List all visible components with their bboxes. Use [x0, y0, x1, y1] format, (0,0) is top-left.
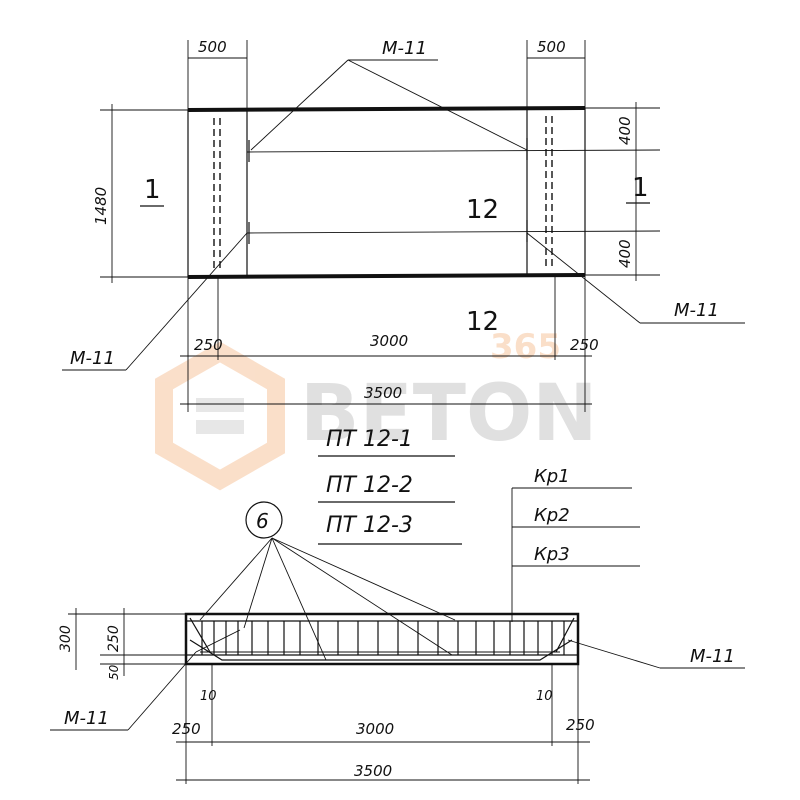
dim-top-zone: 400	[616, 116, 634, 145]
leader-line	[125, 232, 248, 371]
leader-line	[127, 651, 197, 731]
bottom-label: 12	[466, 307, 499, 337]
leader-line	[250, 59, 349, 151]
dim-total: 3500	[364, 384, 402, 402]
watermark-brand: BETON	[300, 369, 598, 459]
title-1: ПТ 12-1	[326, 427, 413, 452]
dim-bottom-zone: 400	[616, 239, 634, 268]
callout-leader	[271, 537, 456, 621]
elevation-view: 6	[50, 466, 745, 784]
plan-view: 500 500 M-11 1480 400 400 1 1 12 12 M-11	[62, 38, 745, 412]
end-bar	[555, 617, 575, 653]
dim-span: 3000	[370, 332, 408, 350]
anchor-zone-bottom	[246, 230, 661, 234]
anchor-label-right: M-11	[674, 300, 719, 321]
dim-right-bearing: 250	[570, 336, 599, 354]
dim-bottom-offset: 50	[107, 664, 121, 680]
callout-leader	[271, 537, 327, 661]
dim-left-small: 10	[200, 689, 217, 704]
callout-circle	[245, 501, 283, 539]
dim-inner-height: 250	[106, 625, 122, 652]
leader-line	[347, 59, 528, 151]
title-2: ПТ 12-2	[326, 473, 413, 498]
section-mark-left: 1	[144, 175, 161, 205]
top-label: 12	[466, 195, 499, 225]
elev-dim-right-bearing: 250	[566, 716, 595, 734]
anchor-zone-top	[246, 149, 661, 153]
elev-dim-total: 3500	[354, 762, 392, 780]
elev-anchor-label-left: M-11	[64, 708, 109, 729]
anchor-label-top: M-11	[382, 38, 427, 59]
cage-label-1: Кр1	[534, 466, 570, 487]
cage-label-3: Кр3	[534, 544, 570, 565]
watermark-number: 365	[490, 327, 561, 367]
slab-top-edge	[187, 106, 586, 112]
cage-label-2: Кр2	[534, 505, 570, 526]
slab-bottom-edge	[187, 273, 586, 279]
leader-line	[526, 232, 641, 324]
stirrups	[201, 621, 565, 655]
callout-number: 6	[256, 509, 269, 533]
dim-total-height: 300	[58, 625, 74, 652]
dim-right-support: 500	[537, 38, 566, 56]
callout-leader	[271, 537, 453, 656]
title-3: ПТ 12-3	[326, 513, 413, 538]
section-mark-right: 1	[632, 173, 649, 203]
watermark-logo: BETON 365	[155, 327, 598, 491]
bent-bar	[189, 639, 573, 661]
dim-left-support: 500	[198, 38, 227, 56]
leader-line	[195, 629, 241, 653]
elev-anchor-label-right: M-11	[690, 646, 735, 667]
elev-dim-span: 3000	[356, 720, 394, 738]
beam-outline	[184, 612, 580, 666]
anchor-label-left: M-11	[70, 348, 115, 369]
watermark-hexagon-icon	[155, 341, 285, 491]
dim-right-small: 10	[536, 689, 553, 704]
dim-height: 1480	[92, 187, 110, 225]
elev-dim-left-bearing: 250	[172, 720, 201, 738]
leader-line	[567, 639, 661, 669]
product-titles: ПТ 12-1 ПТ 12-2 ПТ 12-3	[318, 427, 462, 545]
callout-leader	[199, 537, 273, 621]
dim-left-bearing: 250	[194, 336, 223, 354]
